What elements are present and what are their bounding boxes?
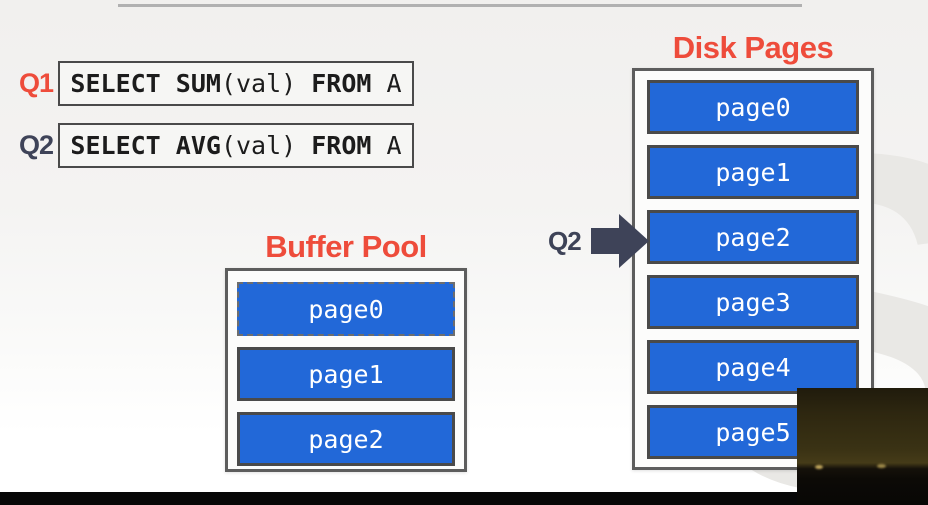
buffer-pool-container: page0 page1 page2: [225, 268, 467, 472]
disk-page-box: page0: [647, 80, 859, 134]
query-q2-row: Q2 SELECT AVG(val) FROM A: [14, 123, 414, 168]
sql-table-name: A: [386, 131, 402, 160]
q2-disk-access-indicator: Q2: [548, 214, 649, 268]
query-q2-sql-box: SELECT AVG(val) FROM A: [58, 123, 414, 168]
sql-table-name: A: [386, 69, 402, 98]
query-q1-sql-box: SELECT SUM(val) FROM A: [58, 61, 414, 106]
light-glint: [815, 465, 823, 469]
slide-header-divider: [118, 4, 802, 7]
query-q1-label: Q1: [18, 68, 54, 98]
sql-argument: (val): [220, 131, 297, 160]
disk-page-box: page4: [647, 340, 859, 394]
buffer-page-box: page1: [237, 347, 455, 401]
disk-page-box: page3: [647, 275, 859, 329]
light-glint: [877, 464, 886, 468]
disk-page-box: page2: [647, 210, 859, 264]
query-q2-label: Q2: [18, 130, 54, 160]
sql-keyword: SELECT SUM: [70, 69, 221, 98]
disk-pages-title: Disk Pages: [672, 30, 834, 65]
sql-keyword: FROM: [296, 131, 387, 160]
query-q1-row: Q1 SELECT SUM(val) FROM A: [14, 61, 414, 106]
sql-argument: (val): [220, 69, 297, 98]
sql-keyword: SELECT AVG: [70, 131, 221, 160]
q2-arrow-label: Q2: [548, 225, 582, 256]
sql-keyword: FROM: [296, 69, 387, 98]
buffer-pool-title: Buffer Pool: [265, 229, 427, 264]
webcam-video-overlay: [797, 388, 928, 505]
buffer-page-box: page2: [237, 412, 455, 466]
disk-pages-container: page0 page1 page2 page3 page4 page5: [632, 68, 874, 470]
disk-page-box: page1: [647, 145, 859, 199]
buffer-page-box-copied: page0: [237, 282, 455, 336]
right-arrow-icon: [590, 214, 649, 268]
video-letterbox-bar: [0, 492, 928, 505]
